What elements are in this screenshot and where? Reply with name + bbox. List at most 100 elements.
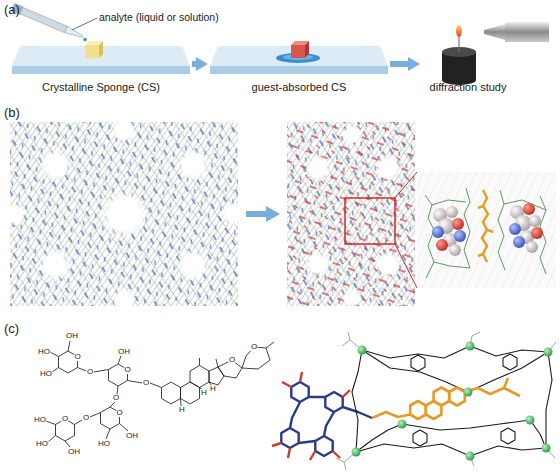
atom-label: H — [210, 385, 217, 393]
cage-framework — [352, 350, 362, 452]
x-ray-nozzle — [505, 22, 549, 42]
guest-molecule — [523, 203, 535, 215]
zoom-view — [425, 188, 546, 278]
crystal-lattice — [177, 249, 209, 281]
stage-panel: guest-absorbed CS — [208, 34, 390, 94]
crystal-lattice — [222, 202, 238, 226]
guest-molecule — [446, 206, 458, 218]
crystal-cube — [99, 41, 103, 58]
cage-framework — [501, 428, 515, 444]
guest-stick-model — [434, 388, 450, 406]
cage-framework — [402, 420, 530, 430]
guest-stick-model — [488, 230, 493, 232]
process-arrow — [192, 61, 200, 67]
crystal-lattice — [342, 125, 362, 145]
zoom-view — [417, 172, 556, 288]
metal-atom — [358, 346, 367, 355]
metal-atom — [398, 420, 407, 429]
caption-text: guest-absorbed CS — [252, 81, 347, 94]
zoom-view — [417, 172, 556, 288]
atom-label: O — [250, 343, 257, 351]
cage-framework — [352, 346, 552, 456]
zoom-view — [417, 172, 556, 288]
zoom-view — [425, 195, 434, 278]
cage-framework — [530, 420, 546, 448]
crystal-lattice — [112, 288, 136, 306]
molecular-model — [291, 382, 308, 402]
guest-molecule — [449, 244, 461, 256]
atom-label: H — [201, 389, 208, 397]
zoom-box — [395, 172, 417, 198]
pipette — [65, 26, 84, 39]
cage-framework — [362, 350, 468, 392]
guest-stick-model — [372, 412, 410, 418]
process-arrow — [246, 206, 280, 222]
zoom-box — [395, 244, 417, 288]
atom-label: O — [82, 414, 89, 422]
chemical-structure — [162, 382, 181, 404]
atom-label: HO — [98, 440, 111, 448]
guest-stick-model — [482, 190, 488, 262]
cage-framework — [413, 430, 427, 446]
crystal-lattice — [287, 122, 415, 306]
process-arrow — [390, 61, 412, 67]
crystal-lattice — [10, 122, 238, 306]
atom-label: OH — [126, 432, 139, 440]
glass-slide — [210, 46, 388, 66]
molecular-model — [290, 397, 372, 443]
atom-label: HO — [36, 440, 49, 448]
crystal-lattice — [375, 251, 401, 277]
x-ray-nozzle — [484, 22, 549, 42]
crystal-lattice — [100, 190, 148, 238]
atom-label: O — [116, 409, 123, 417]
metal-atom — [466, 342, 475, 351]
crystal-lattice — [287, 122, 415, 306]
atom-label: HO — [40, 370, 53, 378]
crystal-cube — [305, 41, 309, 58]
crystal-lattice — [177, 149, 209, 181]
process-arrow — [266, 206, 280, 222]
x-ray-nozzle — [484, 24, 505, 40]
guest-stick-model — [478, 206, 483, 208]
crystal-lattice — [39, 249, 71, 281]
chemical-structure — [46, 341, 274, 447]
atom-label: O — [124, 366, 131, 374]
metal-atom — [544, 348, 553, 357]
glass-slide — [210, 66, 388, 74]
glass-slide — [210, 46, 388, 74]
crystal-lattice — [112, 122, 136, 142]
goniometer — [458, 36, 459, 52]
cage-framework — [411, 355, 425, 371]
molecular-model — [281, 428, 298, 448]
crystal-lattice — [10, 122, 238, 306]
metal-atom — [466, 452, 475, 461]
metal-atom — [352, 448, 361, 457]
panel-label: (a) — [4, 3, 20, 16]
guest-molecule — [526, 241, 538, 253]
chemical-structure — [110, 356, 162, 407]
zoom-view — [434, 262, 470, 268]
cage-framework — [546, 352, 552, 448]
guest-stick-model — [410, 401, 426, 419]
molecular-model — [272, 372, 350, 460]
atom-label: HO — [34, 416, 47, 424]
guest-molecule — [452, 218, 464, 230]
guest-stick-model — [449, 388, 465, 406]
goniometer — [456, 25, 462, 37]
caption-text: diffraction study — [430, 81, 507, 94]
droplet — [83, 38, 87, 42]
atom-label: H — [179, 406, 186, 414]
cage-substituent — [336, 332, 556, 470]
cage-framework — [356, 444, 470, 456]
cage-framework — [468, 352, 548, 392]
glass-slide — [12, 66, 190, 74]
atom-label: O — [74, 353, 81, 361]
molecular-model — [272, 372, 350, 460]
cage-framework — [356, 424, 402, 452]
zoom-view — [464, 188, 470, 268]
crystal-cube — [85, 45, 99, 58]
chemical-structure — [181, 342, 275, 406]
cage-framework — [503, 354, 517, 370]
